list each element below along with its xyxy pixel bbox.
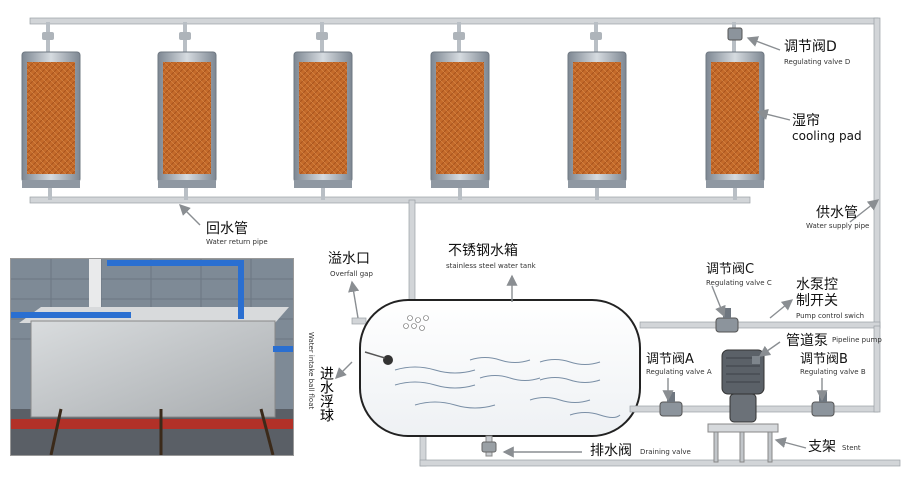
return-pipe-label-zh: 回水管 [206, 221, 248, 237]
pump-switch-label-zh1: 水泵控 [796, 277, 838, 293]
pump-switch-label-en: Pump control swich [796, 312, 865, 320]
overfall-label-en: Overfall gap [330, 270, 373, 278]
valve-d-label-en: Regulating valve D [784, 58, 851, 66]
valve-b-label-zh: 调节阀B [800, 352, 848, 367]
top-supply-pipe [29, 17, 879, 25]
cooling-pad [567, 22, 627, 200]
ball-float-label-en: Water intake ball float [307, 332, 315, 410]
overfall-label-zh: 溢水口 [328, 251, 370, 267]
supply-pipe-label-en: Water supply pipe [806, 222, 870, 230]
cooling-pad [705, 22, 765, 200]
tank-label-zh: 不锈钢水箱 [448, 243, 518, 259]
valve-d-icon [727, 27, 743, 41]
return-header-pipe [29, 196, 751, 204]
cooling-pad-label-zh: 湿帘 [792, 113, 820, 129]
valve-b-icon [811, 392, 835, 417]
pipeline-pump-label-en: Pipeline pump [832, 336, 882, 344]
valve-c-label-en: Regulating valve C [706, 279, 772, 287]
cooling-pad [157, 22, 217, 200]
return-pipe-label-en: Water return pipe [206, 238, 268, 246]
cooling-pad-label-en: cooling pad [792, 129, 862, 143]
ball-float-icon [383, 355, 393, 365]
valve-d-label-zh: 调节阀D [784, 39, 837, 55]
water-tank [359, 299, 641, 437]
cooling-pad [21, 22, 81, 200]
cooling-pad [293, 22, 353, 200]
pipeline-pump-icon [721, 349, 765, 423]
leader-arrows [179, 36, 880, 458]
valve-c-label-zh: 调节阀C [706, 262, 755, 277]
valve-c-icon [715, 308, 739, 333]
tank-label-en: stainless steel water tank [446, 262, 536, 270]
supply-riser-pipe [639, 17, 881, 329]
pipeline-pump-label-zh: 管道泵 [786, 333, 828, 349]
valve-a-label-en: Regulating valve A [646, 368, 712, 376]
stent-label-en: Stent [842, 444, 861, 452]
return-down-pipe [408, 199, 416, 311]
stent-label-zh: 支架 [808, 439, 836, 455]
draining-valve-icon [481, 435, 497, 457]
pump-switch-label-zh2: 制开关 [796, 293, 838, 309]
valve-a-label-zh: 调节阀A [646, 352, 694, 367]
supply-pipe-label-zh: 供水管 [816, 205, 858, 221]
valve-a-icon [659, 392, 683, 417]
draining-label-zh: 排水阀 [590, 443, 632, 459]
stent-icon [707, 423, 779, 463]
tank-photo [10, 258, 294, 456]
draining-label-en: Draining valve [640, 448, 691, 456]
overflow-bubbles [403, 315, 429, 331]
cooling-pad [430, 22, 490, 200]
ball-float-label-zh: 进水浮球 [318, 366, 334, 422]
valve-b-label-en: Regulating valve B [800, 368, 866, 376]
water-waves [394, 357, 621, 418]
cooling-pads [21, 22, 765, 200]
